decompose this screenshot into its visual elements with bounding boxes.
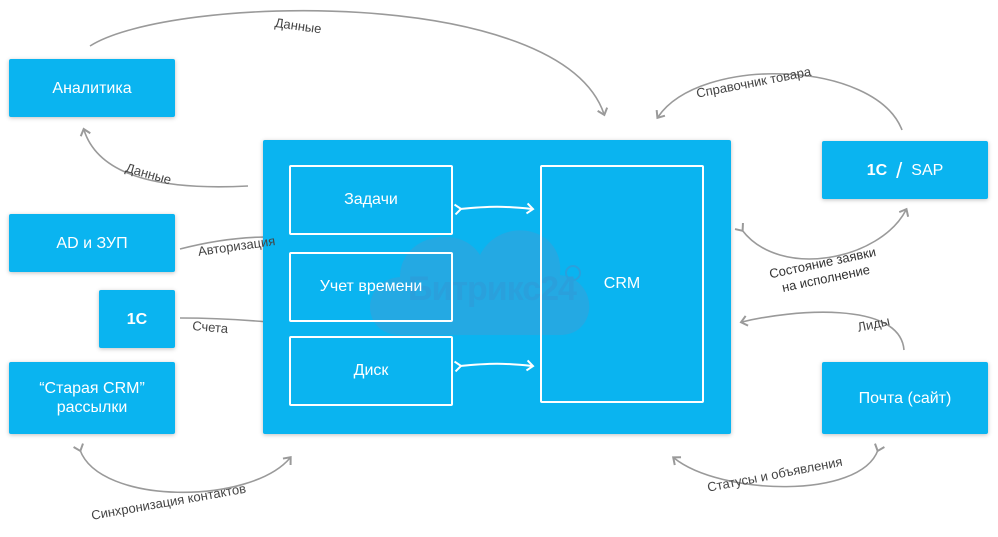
- old-crm-label-line1: “Старая CRM”: [39, 380, 145, 397]
- arrow-authorization-outer: [179, 236, 269, 250]
- analytics-label: Аналитика: [52, 79, 132, 97]
- onec-box[interactable]: 1С: [99, 290, 175, 348]
- cloud-watermark-icon: [370, 230, 590, 335]
- arrow-request-status: [734, 207, 910, 260]
- watermark-logo-text: Битрикс24: [408, 270, 577, 308]
- arrow-invoices-outer: [179, 317, 269, 323]
- label-invoices: Счета: [191, 318, 229, 337]
- ad-zup-box[interactable]: AD и ЗУП: [9, 214, 175, 272]
- mail-site-box[interactable]: Почта (сайт): [822, 362, 988, 434]
- clock-icon: [565, 265, 581, 281]
- onec-sap-separator: /: [896, 157, 903, 183]
- disk-module[interactable]: Диск: [289, 336, 453, 406]
- tasks-label: Задачи: [344, 191, 398, 208]
- old-crm-box[interactable]: “Старая CRM” рассылки: [9, 362, 175, 434]
- onec-sap-left-label: 1С: [866, 161, 888, 179]
- arrow-statuses: [672, 443, 885, 488]
- analytics-box[interactable]: Аналитика: [9, 59, 175, 117]
- crm-label: CRM: [603, 275, 641, 292]
- crm-module[interactable]: CRM: [540, 165, 704, 403]
- ad-zup-label: AD и ЗУП: [56, 234, 128, 252]
- disk-label: Диск: [353, 362, 389, 379]
- arrow-data-top: [89, 9, 609, 117]
- arrow-contacts-sync: [73, 443, 292, 494]
- mail-site-label: Почта (сайт): [858, 389, 952, 407]
- time-tracking-label: Учет времени: [319, 278, 423, 295]
- old-crm-label-line2: рассылки: [56, 399, 128, 416]
- onec-label: 1С: [126, 310, 148, 328]
- onec-sap-right-label: SAP: [911, 161, 944, 179]
- onec-sap-box[interactable]: 1С / SAP: [822, 141, 988, 199]
- arrow-leads: [739, 311, 905, 351]
- tasks-module[interactable]: Задачи: [289, 165, 453, 235]
- arrow-data-left: [79, 127, 249, 188]
- arrow-product-catalog: [655, 72, 903, 131]
- arrow-tasks-crm: [453, 202, 535, 216]
- time-tracking-module[interactable]: Учет времени: [289, 252, 453, 322]
- arrow-disk-crm: [453, 359, 535, 373]
